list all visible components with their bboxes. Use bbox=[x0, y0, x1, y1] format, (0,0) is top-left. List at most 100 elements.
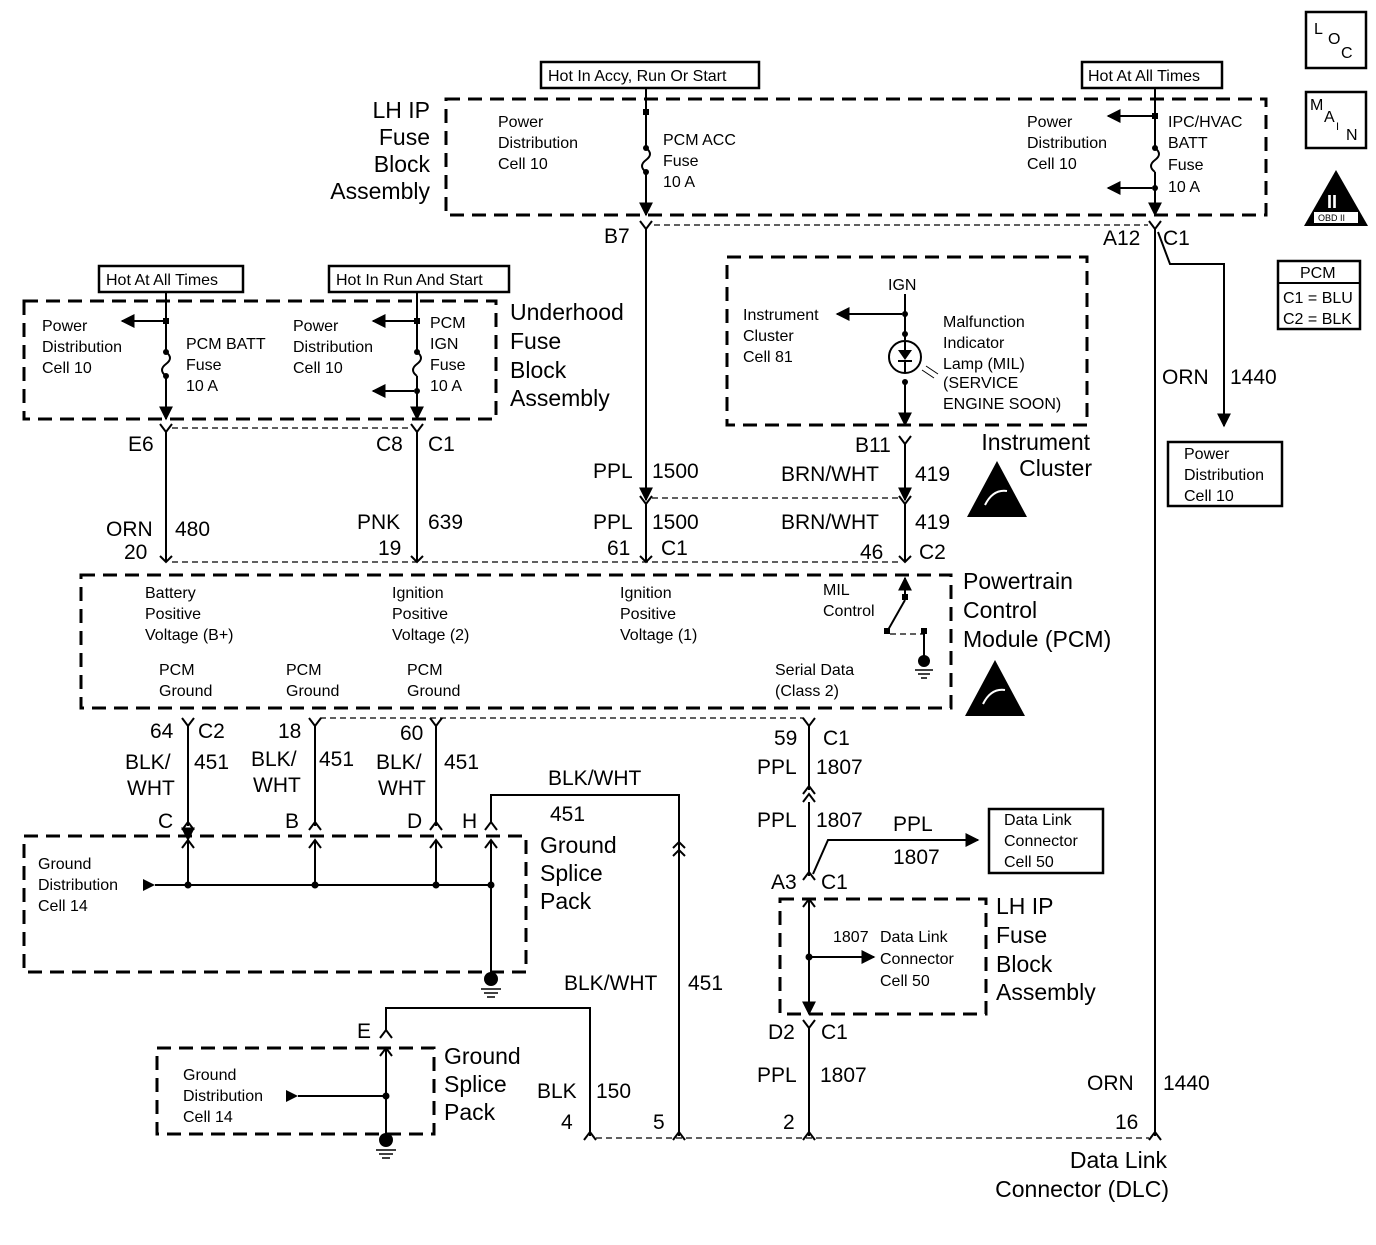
svg-text:C8: C8 bbox=[376, 433, 403, 456]
underhood-fuse-block: Underhood Fuse Block Assembly Power Dist… bbox=[22, 292, 624, 456]
svg-text:60: 60 bbox=[400, 722, 423, 745]
svg-text:18: 18 bbox=[278, 720, 301, 743]
svg-text:10 A: 10 A bbox=[663, 174, 695, 191]
wire-orn-480: ORN 480 bbox=[106, 432, 210, 562]
svg-text:IGN: IGN bbox=[888, 277, 916, 294]
svg-text:Cell 14: Cell 14 bbox=[183, 1109, 233, 1126]
svg-text:451: 451 bbox=[319, 748, 354, 771]
svg-text:46: 46 bbox=[860, 541, 883, 564]
svg-text:4: 4 bbox=[561, 1111, 573, 1134]
svg-text:19: 19 bbox=[378, 537, 401, 560]
svg-text:LH IP: LH IP bbox=[372, 97, 430, 123]
svg-text:Fuse: Fuse bbox=[996, 922, 1047, 948]
svg-text:1500: 1500 bbox=[652, 511, 699, 534]
svg-text:Instrument: Instrument bbox=[743, 307, 819, 324]
svg-text:A12: A12 bbox=[1103, 227, 1140, 250]
svg-text:Cell 50: Cell 50 bbox=[1004, 854, 1054, 871]
wire-blk-150: BLK 150 bbox=[537, 1080, 631, 1103]
svg-text:1500: 1500 bbox=[652, 460, 699, 483]
data-link-connector-cell-50-box[interactable]: Data Link Connector Cell 50 bbox=[987, 807, 1105, 875]
instrument-cluster: IGN Instrument Cluster Cell 81 Malfuncti… bbox=[725, 255, 1092, 481]
hot-in-accy-label: Hot In Accy, Run Or Start bbox=[539, 60, 761, 90]
svg-text:1440: 1440 bbox=[1230, 366, 1277, 389]
svg-text:PPL: PPL bbox=[893, 813, 933, 836]
main-badge[interactable]: M A I N bbox=[1304, 90, 1368, 150]
svg-text:PNK: PNK bbox=[357, 511, 400, 534]
pcm-connector-table: PCM C1 = BLU C2 = BLK bbox=[1276, 259, 1362, 331]
svg-text:Hot In Run And Start: Hot In Run And Start bbox=[336, 272, 483, 289]
data-link-connector-dlc: 4 5 2 16 Data Link Connector (DLC) bbox=[561, 1111, 1169, 1202]
svg-text:Cluster: Cluster bbox=[743, 328, 794, 345]
svg-text:B: B bbox=[285, 810, 299, 833]
loc-badge[interactable]: L O C bbox=[1304, 10, 1368, 70]
svg-text:C1: C1 bbox=[1163, 227, 1190, 250]
svg-text:Ground: Ground bbox=[407, 683, 460, 700]
wire-pnk-639: PNK 639 bbox=[357, 432, 463, 562]
svg-text:Cell 14: Cell 14 bbox=[38, 898, 88, 915]
svg-text:Splice: Splice bbox=[444, 1071, 507, 1097]
svg-text:O: O bbox=[1328, 31, 1340, 48]
svg-text:Power: Power bbox=[498, 114, 544, 131]
ground-splice-pack-2: Ground Splice Pack Ground Distribution C… bbox=[155, 1007, 591, 1159]
svg-text:C1: C1 bbox=[821, 1021, 848, 1044]
svg-text:ORN: ORN bbox=[106, 518, 153, 541]
svg-text:PPL: PPL bbox=[593, 511, 633, 534]
svg-text:PPL: PPL bbox=[757, 809, 797, 832]
svg-text:LH IP: LH IP bbox=[996, 893, 1054, 919]
svg-text:PCM: PCM bbox=[430, 315, 466, 332]
svg-text:Ground: Ground bbox=[444, 1043, 521, 1069]
svg-text:419: 419 bbox=[915, 511, 950, 534]
svg-text:C1 = BLU: C1 = BLU bbox=[1283, 290, 1353, 307]
svg-text:Ground: Ground bbox=[540, 832, 617, 858]
svg-text:Voltage (1): Voltage (1) bbox=[620, 627, 697, 644]
svg-text:MIL: MIL bbox=[823, 582, 850, 599]
svg-text:Block: Block bbox=[510, 357, 567, 383]
svg-text:10 A: 10 A bbox=[186, 378, 218, 395]
svg-text:Cell 10: Cell 10 bbox=[293, 360, 343, 377]
svg-text:Block: Block bbox=[374, 151, 431, 177]
svg-text:C2 = BLK: C2 = BLK bbox=[1283, 311, 1352, 328]
svg-text:Fuse: Fuse bbox=[663, 153, 699, 170]
obd-ii-badge: II OBD II bbox=[1304, 170, 1368, 226]
hot-at-all-times-label-1: Hot At All Times bbox=[1080, 60, 1224, 90]
svg-text:Positive: Positive bbox=[392, 606, 448, 623]
orn-1440-branch: ORN 1440 bbox=[1157, 231, 1277, 428]
svg-text:Power: Power bbox=[42, 318, 88, 335]
power-distribution-cell-10-box[interactable]: Power Distribution Cell 10 bbox=[1166, 440, 1284, 508]
svg-text:Fuse: Fuse bbox=[510, 328, 561, 354]
svg-text:Lamp (MIL): Lamp (MIL) bbox=[943, 356, 1025, 373]
svg-text:PPL: PPL bbox=[593, 460, 633, 483]
svg-text:Module (PCM): Module (PCM) bbox=[963, 626, 1111, 652]
svg-text:Fuse: Fuse bbox=[186, 357, 222, 374]
svg-text:IGN: IGN bbox=[430, 336, 458, 353]
svg-text:Cell 10: Cell 10 bbox=[498, 156, 548, 173]
svg-text:N: N bbox=[1346, 127, 1358, 144]
svg-text:Powertrain: Powertrain bbox=[963, 568, 1073, 594]
svg-text:1440: 1440 bbox=[1163, 1072, 1210, 1095]
svg-text:Distribution: Distribution bbox=[293, 339, 373, 356]
svg-text:64: 64 bbox=[150, 720, 174, 743]
svg-text:10 A: 10 A bbox=[430, 378, 462, 395]
svg-text:Power: Power bbox=[1184, 446, 1230, 463]
svg-text:Ground: Ground bbox=[38, 856, 91, 873]
svg-text:Ground: Ground bbox=[159, 683, 212, 700]
wire-brn-wht-419: BRN/WHT 419 BRN/WHT 419 bbox=[781, 444, 950, 562]
svg-text:Block: Block bbox=[996, 951, 1053, 977]
svg-text:Fuse: Fuse bbox=[430, 357, 466, 374]
svg-text:Connector: Connector bbox=[880, 951, 954, 968]
ground-splice-pack-1: Ground Splice Pack Ground Distribution C… bbox=[22, 810, 617, 998]
esd-warning-icon-1 bbox=[967, 461, 1027, 517]
svg-text:10 A: 10 A bbox=[1168, 179, 1200, 196]
svg-text:1807: 1807 bbox=[816, 756, 863, 779]
svg-text:H: H bbox=[462, 810, 477, 833]
svg-text:C: C bbox=[158, 810, 173, 833]
svg-text:E: E bbox=[357, 1020, 371, 1043]
svg-text:L: L bbox=[1314, 21, 1323, 38]
svg-text:PPL: PPL bbox=[757, 756, 797, 779]
svg-text:Indicator: Indicator bbox=[943, 335, 1005, 352]
lh-ip-fuse-block-top: LH IP Fuse Block Assembly Power Distribu… bbox=[330, 88, 1268, 250]
svg-text:WHT: WHT bbox=[253, 774, 301, 797]
svg-text:451: 451 bbox=[194, 751, 229, 774]
svg-text:Assembly: Assembly bbox=[996, 979, 1096, 1005]
svg-text:BLK/: BLK/ bbox=[125, 751, 171, 774]
